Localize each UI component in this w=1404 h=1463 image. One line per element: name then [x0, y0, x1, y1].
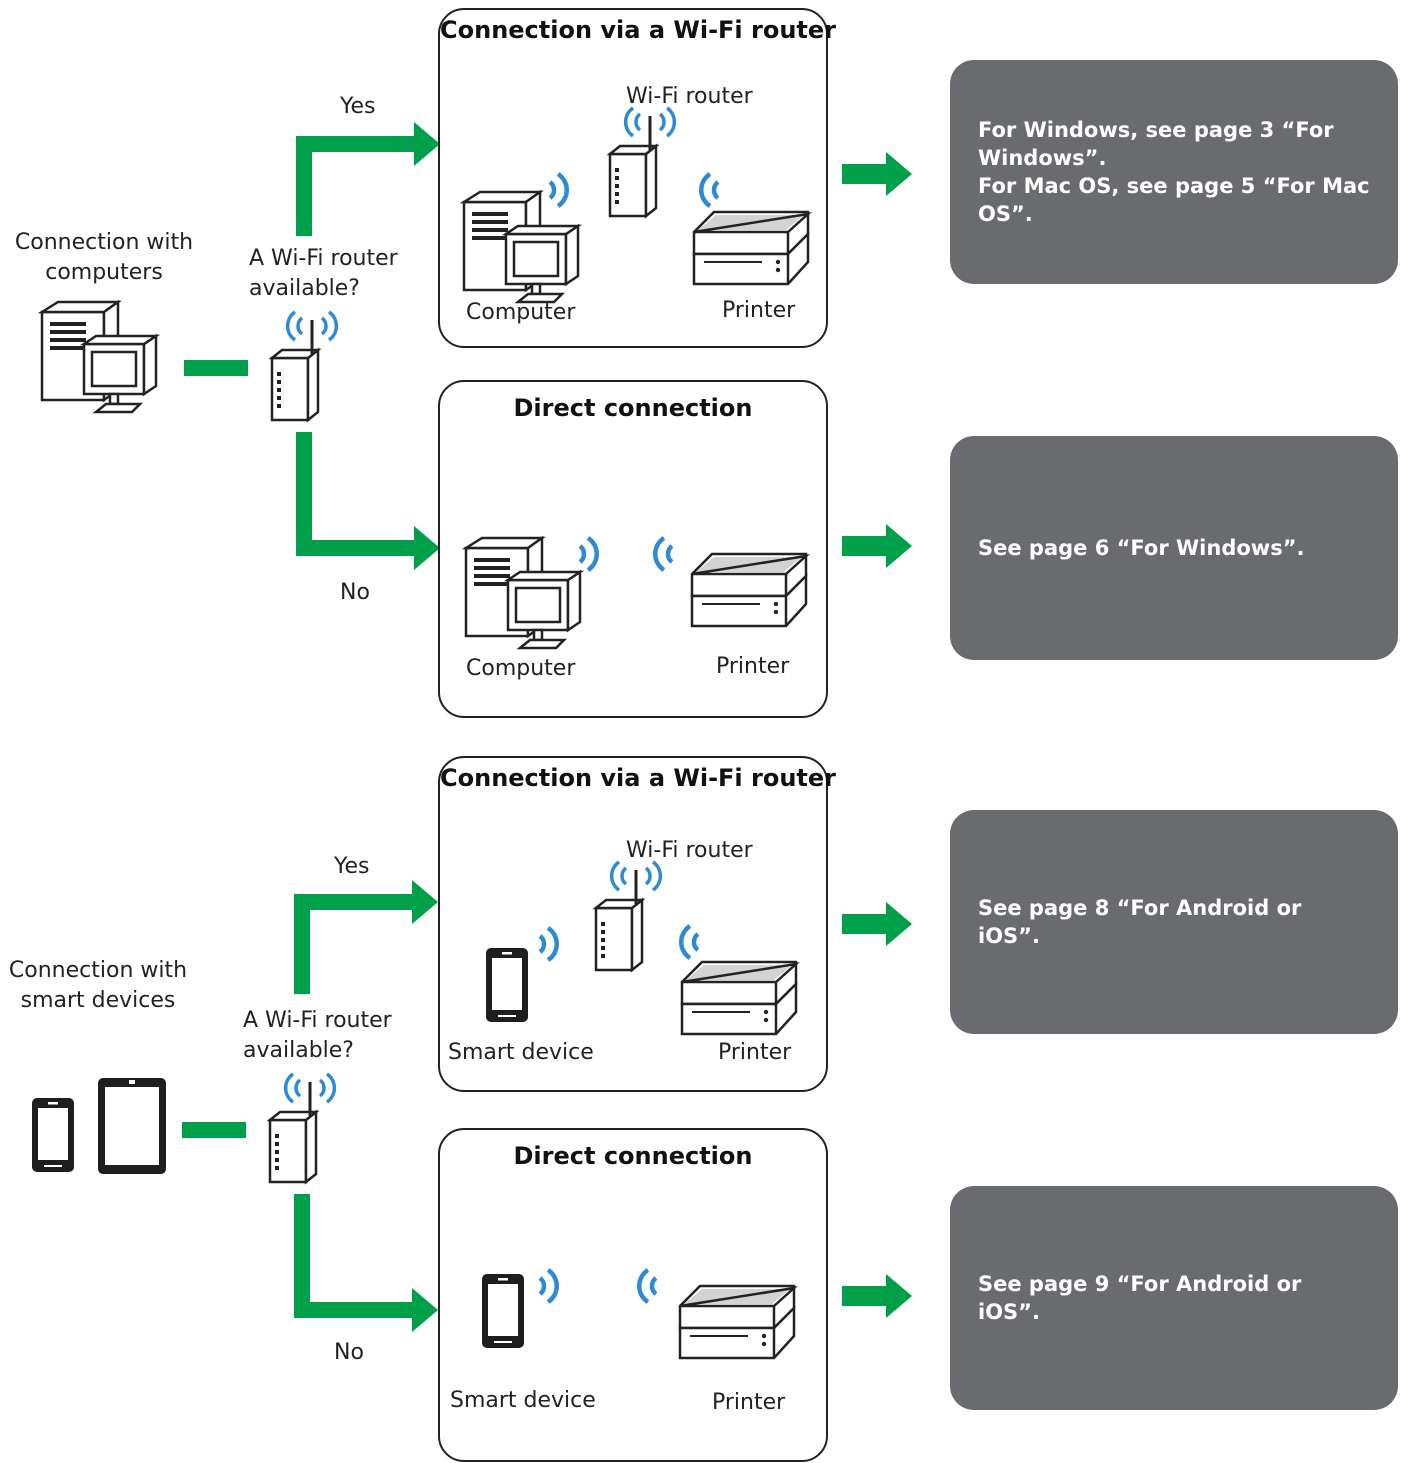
arrow-icon	[842, 152, 912, 196]
yes-label: Yes	[340, 94, 376, 119]
direct-connection-panel: Direct connection Computer Printer	[438, 380, 828, 718]
printer-icon	[678, 1284, 796, 1360]
connector-line	[182, 1122, 246, 1138]
no-arrow-horizontal	[296, 540, 420, 556]
printer-label: Printer	[718, 1040, 792, 1065]
wireless-signal-icon	[550, 182, 590, 222]
printer-label: Printer	[716, 654, 790, 679]
arrow-head-icon	[414, 526, 440, 570]
section-label-smart-devices: Connection with smart devices	[8, 958, 188, 1013]
no-arrow-vertical	[296, 432, 312, 556]
result-box: See page 9 “For Android or iOS”.	[950, 1186, 1398, 1410]
arrow-icon	[842, 902, 912, 946]
smartphone-icon	[486, 948, 528, 1022]
printer-label: Printer	[722, 298, 796, 323]
wifi-router-icon	[268, 1072, 337, 1184]
no-arrow-vertical	[294, 1194, 310, 1318]
wifi-router-icon	[270, 310, 339, 422]
question-label: A Wi-Fi router available?	[243, 1008, 392, 1063]
no-label: No	[334, 1340, 364, 1365]
question-label: A Wi-Fi router available?	[249, 246, 398, 301]
wifi-router-icon	[594, 860, 663, 972]
panel-title: Connection via a Wi-Fi router	[440, 764, 837, 792]
yes-arrow-horizontal	[296, 136, 420, 152]
yes-arrow-vertical	[294, 894, 310, 994]
panel-title: Connection via a Wi-Fi router	[440, 16, 837, 44]
wireless-signal-icon	[580, 546, 620, 586]
arrow-head-icon	[412, 880, 438, 924]
direct-connection-panel: Direct connection Smart device Printer	[438, 1128, 828, 1462]
device-label: Computer	[466, 656, 576, 681]
yes-label: Yes	[334, 854, 370, 879]
device-label: Smart device	[448, 1040, 594, 1065]
arrow-head-icon	[412, 1288, 438, 1332]
smartphone-icon	[482, 1274, 524, 1348]
wireless-signal-icon	[540, 936, 580, 976]
wifi-router-icon	[608, 106, 677, 218]
result-box: See page 6 “For Windows”.	[950, 436, 1398, 660]
printer-icon	[680, 960, 798, 1036]
router-label: Wi-Fi router	[626, 838, 753, 863]
tablet-icon	[98, 1078, 166, 1174]
smartphone-icon	[32, 1098, 74, 1172]
section-label-computers: Connection with computers	[14, 230, 194, 285]
connector-line	[184, 360, 248, 376]
computer-icon	[464, 536, 582, 650]
printer-icon	[692, 210, 810, 286]
device-label: Computer	[466, 300, 576, 325]
arrow-head-icon	[414, 122, 440, 166]
printer-icon	[690, 552, 808, 628]
wireless-signal-icon	[636, 1278, 676, 1318]
wireless-signal-icon	[652, 546, 692, 586]
result-box: For Windows, see page 3 “For Windows”. F…	[950, 60, 1398, 284]
router-label: Wi-Fi router	[626, 84, 753, 109]
panel-title: Direct connection	[513, 394, 753, 422]
result-box: See page 8 “For Android or iOS”.	[950, 810, 1398, 1034]
computer-icon	[40, 300, 158, 414]
router-connection-panel: Connection via a Wi-Fi router Wi-Fi rout…	[438, 756, 837, 1092]
arrow-icon	[842, 1274, 912, 1318]
panel-title: Direct connection	[513, 1142, 753, 1170]
wireless-signal-icon	[540, 1278, 580, 1318]
router-connection-panel: Connection via a Wi-Fi router Wi-Fi rout…	[438, 8, 837, 348]
yes-arrow-horizontal	[294, 894, 418, 910]
no-arrow-horizontal	[294, 1302, 418, 1318]
yes-arrow-vertical	[296, 136, 312, 236]
arrow-icon	[842, 524, 912, 568]
no-label: No	[340, 580, 370, 605]
device-label: Smart device	[450, 1388, 596, 1413]
printer-label: Printer	[712, 1390, 786, 1415]
